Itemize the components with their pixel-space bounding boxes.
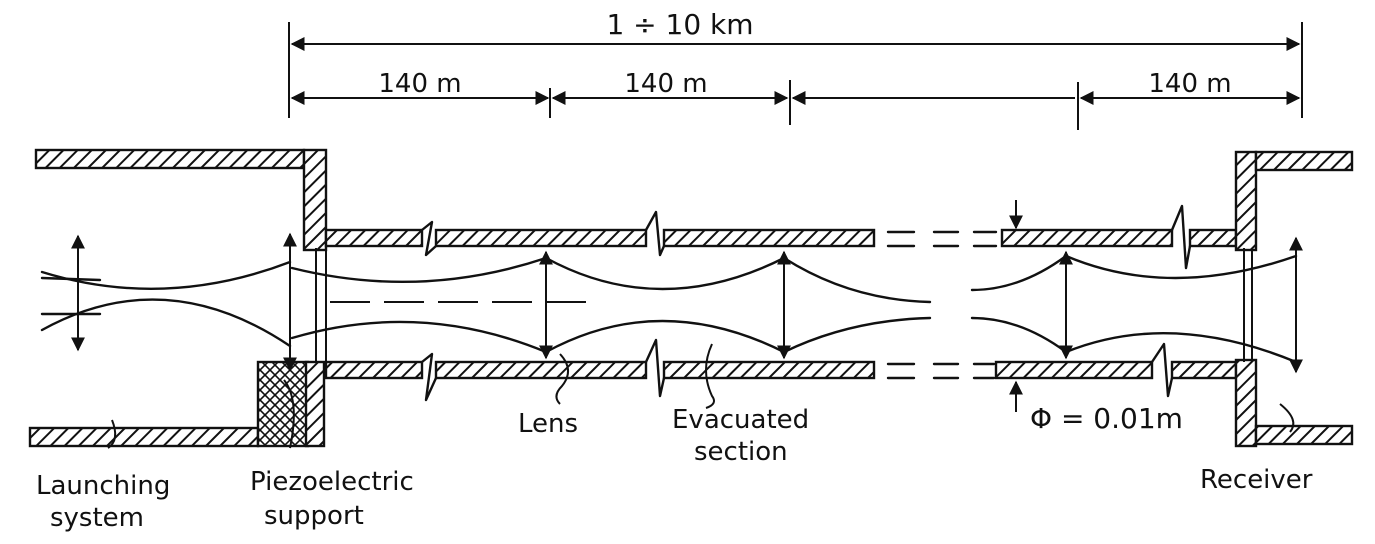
evacuated-label-line2: section: [694, 437, 788, 467]
piezoelectric-support: [256, 360, 310, 448]
lens-arrows: [71, 200, 1303, 412]
dimension-lines: [288, 22, 1303, 130]
piezoelectric-label-line2: support: [264, 501, 364, 531]
evacuated-label-line1: Evacuated: [672, 405, 809, 435]
launching-system-label-line1: Launching: [36, 471, 170, 501]
inner-lines: [315, 248, 1253, 362]
segment3-label: 140 m: [1148, 69, 1231, 99]
leader-lines: [107, 343, 1295, 449]
segment2-label: 140 m: [624, 69, 707, 99]
segment1-label: 140 m: [378, 69, 461, 99]
lens-label: Lens: [518, 409, 578, 439]
receiver-label: Receiver: [1200, 465, 1313, 495]
evacuated-tube: [324, 204, 1238, 402]
launching-system-housing: [28, 148, 328, 448]
receiver-housing: [1234, 150, 1354, 448]
launching-system-label-line2: system: [50, 503, 144, 533]
diameter-label: Φ = 0.01m: [1030, 402, 1183, 435]
total-length-label: 1 ÷ 10 km: [606, 8, 753, 41]
piezoelectric-label-line1: Piezoelectric: [250, 467, 414, 497]
beam-rays: [40, 254, 1298, 364]
piezo-wall: [304, 360, 326, 448]
